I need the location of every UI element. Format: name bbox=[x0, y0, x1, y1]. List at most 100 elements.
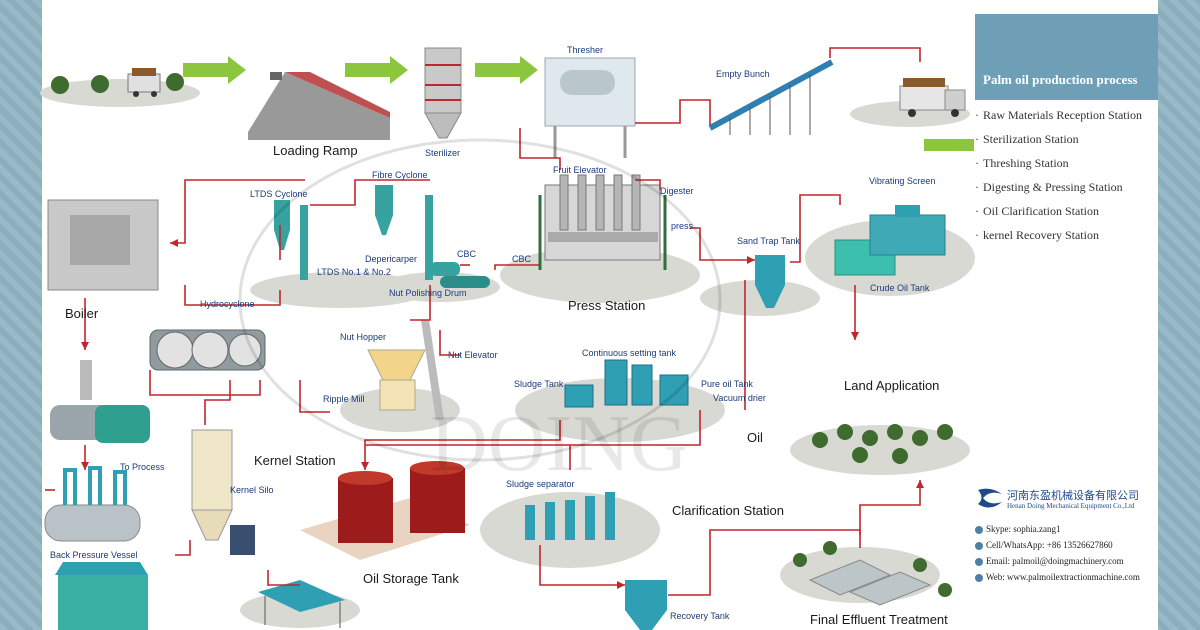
sand-trap-machine bbox=[755, 255, 785, 308]
contact-list: Skype: sophia.zang1 Cell/WhatsApp: +86 1… bbox=[975, 522, 1165, 586]
oil-storage-tanks bbox=[300, 461, 470, 560]
globe-icon bbox=[975, 573, 983, 582]
menu-item-sterilization[interactable]: Sterilization Station bbox=[975, 130, 1158, 154]
skype-icon bbox=[975, 525, 983, 534]
sludge-tank-shape bbox=[564, 384, 594, 408]
sidebar-title-panel bbox=[975, 14, 1158, 100]
label-vacuum-drier: Vacuum drier bbox=[713, 393, 766, 403]
email-icon bbox=[975, 557, 983, 566]
fibre-cyclone-pipe bbox=[425, 195, 433, 280]
process-menu: Raw Materials Reception Station Steriliz… bbox=[975, 106, 1158, 250]
label-digester: Digester bbox=[660, 186, 694, 196]
reception-palms bbox=[51, 73, 184, 94]
label-nut-hopper: Nut Hopper bbox=[340, 332, 386, 342]
label-sterilizer: Sterilizer bbox=[425, 148, 460, 158]
label-depericarper: Depericarper bbox=[365, 254, 417, 264]
thresher-machine bbox=[544, 57, 636, 158]
label-thresher: Thresher bbox=[567, 45, 603, 55]
recovery-tank-machine bbox=[625, 580, 667, 630]
green-arrow-tab bbox=[924, 139, 974, 151]
label-oil-storage-tank: Oil Storage Tank bbox=[363, 571, 459, 586]
label-crude-oil-tank: Crude Oil Tank bbox=[870, 283, 930, 293]
ground-ltds bbox=[250, 272, 430, 308]
label-ltds-no1-no2: LTDS No.1 & No.2 bbox=[317, 267, 391, 277]
press-station-machine bbox=[538, 174, 667, 270]
label-boiler: Boiler bbox=[65, 306, 99, 321]
green-flow-arrows bbox=[183, 56, 538, 84]
menu-item-digesting-pressing[interactable]: Digesting & Pressing Station bbox=[975, 178, 1158, 202]
menu-item-raw-materials[interactable]: Raw Materials Reception Station bbox=[975, 106, 1158, 130]
loading-ramp-machine bbox=[248, 72, 390, 140]
label-fibre-cyclone: Fibre Cyclone bbox=[372, 170, 428, 180]
kernel-shed bbox=[258, 580, 345, 628]
kernel-silo-machine bbox=[191, 429, 255, 555]
polishing-drum bbox=[440, 276, 490, 288]
label-kernel-silo: Kernel Silo bbox=[230, 485, 274, 495]
ltds-cyclone-body bbox=[274, 200, 290, 230]
label-kernel-station: Kernel Station bbox=[254, 453, 336, 468]
label-to-process: To Process bbox=[120, 462, 165, 472]
label-pure-oil-tank: Pure oil Tank bbox=[701, 379, 753, 389]
reception-truck bbox=[127, 68, 161, 97]
label-nut-elevator: Nut Elevator bbox=[448, 350, 498, 360]
contact-skype[interactable]: Skype: sophia.zang1 bbox=[975, 522, 1165, 538]
nut-hopper-machine bbox=[367, 319, 444, 421]
ground-press-station bbox=[500, 247, 700, 303]
label-sludge-separator: Sludge separator bbox=[506, 479, 575, 489]
label-vibrating-screen: Vibrating Screen bbox=[869, 176, 935, 186]
label-press: press bbox=[671, 221, 694, 231]
label-final-effluent-treatment: Final Effluent Treatment bbox=[810, 612, 948, 627]
label-press-station: Press Station bbox=[568, 298, 645, 313]
menu-item-threshing[interactable]: Threshing Station bbox=[975, 154, 1158, 178]
label-loading-ramp: Loading Ramp bbox=[273, 143, 358, 158]
label-cbc-2: CBC bbox=[512, 254, 532, 264]
empty-bunch-truck bbox=[899, 78, 966, 117]
sludge-separator-machine bbox=[525, 492, 615, 540]
label-sand-trap-tank: Sand Trap Tank bbox=[737, 236, 800, 246]
company-name-en: Henan Doing Mechanical Equipment Co.,Ltd bbox=[1007, 502, 1135, 510]
empty-bunch-conveyor bbox=[708, 59, 834, 135]
menu-item-kernel-recovery[interactable]: kernel Recovery Station bbox=[975, 226, 1158, 250]
label-recovery-tank: Recovery Tank bbox=[670, 611, 730, 621]
company-logo-icon bbox=[978, 488, 1002, 508]
land-application-palms bbox=[812, 424, 953, 464]
continuous-setting-tank-shape bbox=[604, 359, 628, 406]
arrow-to-thresher bbox=[475, 56, 538, 84]
fibre-cyclone-body bbox=[375, 185, 393, 215]
label-fruit-elevator: Fruit Elevator bbox=[553, 165, 607, 175]
label-land-application: Land Application bbox=[844, 378, 939, 393]
red-flow-lines bbox=[45, 47, 921, 596]
label-empty-bunch: Empty Bunch bbox=[716, 69, 770, 79]
menu-item-oil-clarification[interactable]: Oil Clarification Station bbox=[975, 202, 1158, 226]
sidebar-title: Palm oil production process bbox=[983, 72, 1138, 87]
hydrocyclone-machine bbox=[149, 329, 266, 371]
crude-oil-machine bbox=[834, 205, 946, 276]
effluent-ponds bbox=[793, 541, 952, 606]
company-name-cn: 河南东盈机械设备有限公司 bbox=[1007, 489, 1139, 502]
label-ltds-cyclone: LTDS Cyclone bbox=[250, 189, 307, 199]
contact-phone[interactable]: Cell/WhatsApp: +86 13526627860 bbox=[975, 538, 1165, 554]
label-cbc-1: CBC bbox=[457, 249, 477, 259]
label-hydrocyclone: Hydrocyclone bbox=[200, 299, 255, 309]
boiler-machine bbox=[47, 199, 159, 291]
cyclones bbox=[274, 185, 490, 288]
generator-machine bbox=[50, 360, 150, 443]
ltds-cyclone-pipe bbox=[300, 205, 308, 280]
storage-building bbox=[55, 562, 148, 630]
pure-oil-tank-shape bbox=[659, 374, 689, 406]
depericarper-drum bbox=[430, 262, 460, 276]
watermark-ring bbox=[238, 138, 722, 462]
phone-icon bbox=[975, 541, 983, 550]
arrow-to-sterilizer bbox=[345, 56, 408, 84]
back-pressure-vessel-machine bbox=[44, 466, 141, 542]
label-oil: Oil bbox=[747, 430, 763, 445]
contact-web[interactable]: Web: www.palmoilextractionmachine.com bbox=[975, 570, 1165, 586]
sterilizer-machine bbox=[424, 47, 462, 139]
stage-labels: Loading Ramp Sterilizer Thresher Empty B… bbox=[50, 45, 948, 627]
watermark: DOING bbox=[430, 400, 688, 488]
contact-email[interactable]: Email: palmoil@doingmachinery.com bbox=[975, 554, 1165, 570]
clarification-machine bbox=[564, 359, 689, 408]
flow-arrowheads bbox=[81, 239, 924, 589]
ground-sand-trap bbox=[700, 280, 820, 316]
